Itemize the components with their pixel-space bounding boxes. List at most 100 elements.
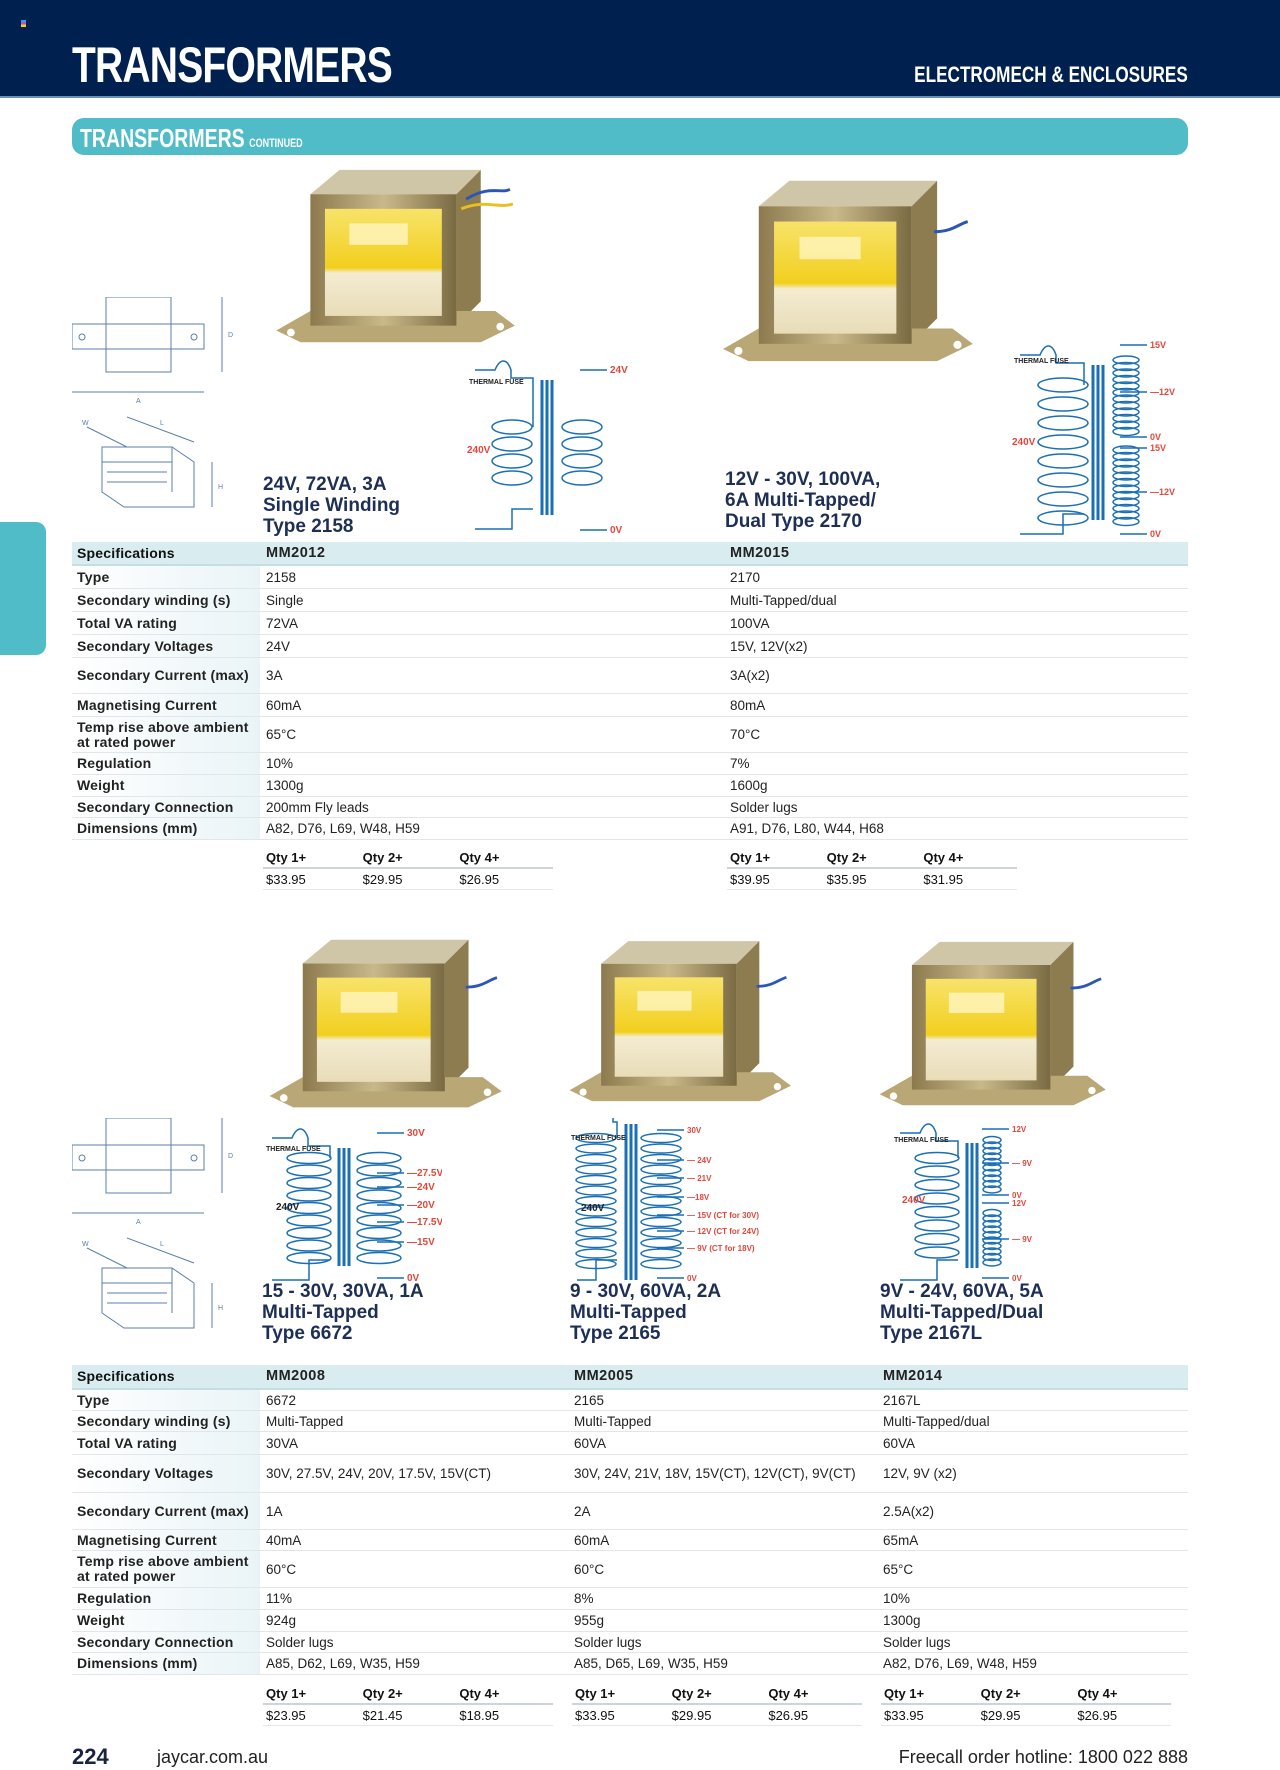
quantity-tier: Qty 1+: [730, 850, 771, 865]
spec-label: Temp rise above ambient at rated power: [72, 1551, 260, 1587]
product-title-line: 15 - 30V, 30VA, 1A: [262, 1281, 424, 1302]
price: $26.95: [1077, 1707, 1118, 1723]
spec-value: Solder lugs: [883, 1634, 951, 1650]
spec-label: Magnetising Current: [72, 1530, 260, 1550]
spec-label: Total VA rating: [72, 612, 260, 634]
spec-value: A85, D65, L69, W35, H59: [574, 1656, 728, 1671]
product-title-line: Single Winding: [263, 495, 401, 516]
quantity-tier: Qty 2+: [362, 850, 403, 865]
price-header-row: Qty 1+Qty 2+Qty 4+: [263, 1684, 553, 1705]
price-block: Qty 1+Qty 2+Qty 4+$33.95$29.95$26.95: [572, 1684, 862, 1726]
dimension-label: L: [160, 1241, 164, 1248]
spec-value: 30V, 27.5V, 24V, 20V, 17.5V, 15V(CT): [266, 1466, 491, 1481]
spec-value: 30VA: [266, 1435, 299, 1451]
quantity-tier: Qty 4+: [768, 1686, 809, 1701]
quantity-tier: Qty 2+: [362, 1686, 403, 1701]
spec-value: 100VA: [730, 615, 770, 631]
tap-voltage-label: 30V: [687, 1126, 702, 1135]
price-block: Qty 1+Qty 2+Qty 4+$33.95$29.95$26.95: [881, 1684, 1171, 1726]
model-code-header: MM2015: [730, 544, 790, 561]
spec-value: 3A: [266, 668, 283, 683]
spec-value: 60°C: [574, 1561, 605, 1577]
thermal-fuse-label: THERMAL FUSE: [571, 1135, 626, 1142]
spec-value: 65°C: [266, 727, 297, 742]
transformer-photo: [269, 939, 502, 1108]
thermal-fuse-label: THERMAL FUSE: [266, 1146, 321, 1153]
spec-value: Solder lugs: [574, 1634, 642, 1650]
primary-voltage-label: 240V: [902, 1195, 926, 1206]
tap-voltage-label: 15V: [1150, 443, 1166, 453]
spec-value: 2158: [266, 569, 297, 585]
spec-value: A82, D76, L69, W48, H59: [883, 1656, 1037, 1671]
transformer-schematic: THERMAL FUSE240V30V—27.5V—24V—20V—17.5V—…: [266, 1128, 442, 1284]
price-block: Qty 1+Qty 2+Qty 4+$39.95$35.95$31.95: [727, 848, 1017, 890]
spec-label: Type: [72, 566, 260, 588]
quantity-tier: Qty 2+: [671, 1686, 712, 1701]
tap-voltage-label: —24V: [407, 1182, 435, 1193]
model-code-header: MM2014: [883, 1368, 943, 1384]
tap-voltage-label: 15V: [1150, 340, 1166, 350]
spec-label: Secondary Current (max): [72, 1493, 260, 1529]
spec-value: 8%: [574, 1591, 594, 1606]
product-title-line: Multi-Tapped: [570, 1302, 687, 1323]
product-title-line: Dual Type 2170: [725, 511, 862, 532]
website-link[interactable]: jaycar.com.au: [157, 1747, 269, 1767]
spec-value: Solder lugs: [730, 799, 798, 815]
dimension-label: W: [82, 420, 89, 427]
print-color-mark: [21, 20, 26, 27]
spec-value: 60mA: [266, 697, 302, 713]
thermal-fuse-label: THERMAL FUSE: [894, 1137, 949, 1144]
quantity-tier: Qty 4+: [459, 850, 500, 865]
product-title-line: Type 2158: [263, 516, 354, 537]
dimension-label: A: [136, 1219, 141, 1226]
primary-voltage-label: 240V: [467, 445, 491, 456]
spec-value: 1300g: [266, 778, 304, 793]
spec-value: A82, D76, L69, W48, H59: [266, 821, 420, 836]
tap-voltage-label: 24V: [610, 365, 628, 376]
tap-voltage-label: —12V: [1150, 387, 1175, 397]
spec-value: 2165: [574, 1392, 605, 1408]
page-number: 224: [72, 1744, 109, 1769]
spec-label: Secondary Voltages: [72, 1455, 260, 1492]
primary-voltage-label: 240V: [1012, 437, 1036, 448]
spec-label: Secondary Connection: [72, 797, 260, 817]
spec-value: 15V, 12V(x2): [730, 638, 808, 654]
dimension-label: A: [136, 398, 141, 405]
spec-label: Secondary winding (s): [72, 1411, 260, 1431]
tap-voltage-label: 0V: [1012, 1274, 1022, 1283]
spec-value: 70°C: [730, 727, 761, 742]
quantity-tier: Qty 4+: [923, 850, 964, 865]
model-code-header: MM2005: [574, 1368, 634, 1384]
spec-label: Magnetising Current: [72, 694, 260, 716]
spec-label: Dimensions (mm): [72, 818, 260, 839]
spec-value: Multi-Tapped/dual: [730, 592, 837, 608]
spec-value: Single: [266, 592, 304, 608]
spec-value: Multi-Tapped: [266, 1413, 344, 1429]
price-block: Qty 1+Qty 2+Qty 4+$23.95$21.45$18.95: [263, 1684, 553, 1726]
tap-voltage-label: 0V: [687, 1274, 697, 1283]
quantity-tier: Qty 1+: [575, 1686, 616, 1701]
spec-label: Type: [72, 1390, 260, 1410]
spec-value: 200mm Fly leads: [266, 799, 369, 815]
price: $23.95: [266, 1707, 306, 1723]
price-value-row: $33.95$29.95$26.95: [263, 869, 553, 890]
side-tab: [0, 522, 46, 655]
price-header-row: Qty 1+Qty 2+Qty 4+: [727, 848, 1017, 869]
section-name: ELECTROMECH & ENCLOSURES: [914, 62, 1188, 87]
